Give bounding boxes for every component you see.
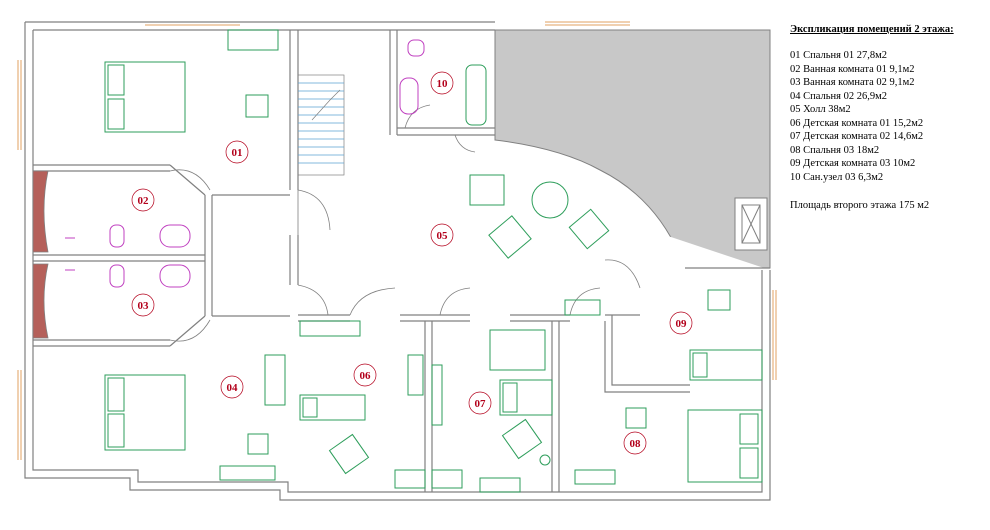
room-label-06: 06 [353,363,377,387]
chimney [734,197,768,251]
round-table-hall [531,181,569,219]
sanitary-fixtures [65,39,487,288]
room-label-08: 08 [623,431,647,455]
svg-text:08: 08 [630,438,642,450]
furniture [104,29,763,493]
room-label-09: 09 [669,311,693,335]
armchair-room-06 [328,433,370,475]
legend-item: 04 Спальня 02 26,9м2 [790,90,887,102]
brick-zones [32,170,49,339]
outer-walls [24,21,771,501]
legend-item: 03 Ванная комната 02 9,1м2 [790,77,915,88]
svg-text:10: 10 [437,78,449,90]
svg-text:06: 06 [360,370,372,382]
legend-item: 10 Сан.узел 03 6,3м2 [790,171,884,183]
room-label-10: 10 [430,71,454,95]
svg-text:02: 02 [138,195,150,207]
legend-item: 01 Спальня 01 27,8м2 [790,50,887,61]
legend-item: 06 Детская комната 01 15,2м2 [790,117,924,129]
bed-room-09 [689,349,763,381]
legend-item: 08 Спальня 03 18м2 [790,144,880,156]
legend-item: 05 Холл 38м2 [790,104,851,115]
bed-room-01 [104,61,186,133]
bed-room-04 [104,374,186,451]
legend-title: Экспликация помещений 2 этажа: [790,24,954,35]
room-labels: 01 02 03 04 05 06 07 08 09 10 [131,71,693,455]
door-swings [169,104,641,342]
legend-item: 09 Детская комната 03 10м2 [790,158,916,169]
room-label-05: 05 [430,223,454,247]
room-label-04: 04 [220,375,244,399]
room-label-02: 02 [131,188,155,212]
total-area: Площадь второго этажа 175 м2 [790,200,930,211]
staircase [297,74,345,176]
room-label-01: 01 [225,140,249,164]
room-label-07: 07 [468,391,492,415]
room-legend: Экспликация помещений 2 этажа: 01 Спальн… [790,24,985,211]
legend-item: 07 Детская комната 02 14,6м2 [790,131,924,142]
svg-text:04: 04 [227,382,239,394]
bed-room-06 [299,394,366,421]
room-label-03: 03 [131,293,155,317]
svg-text:01: 01 [232,147,243,159]
bed-room-07 [499,379,553,416]
bed-room-08 [687,409,763,483]
svg-text:07: 07 [475,398,487,410]
legend-item: 02 Ванная комната 01 9,1м2 [790,63,915,75]
svg-text:03: 03 [138,300,150,312]
svg-text:09: 09 [676,318,688,330]
svg-text:05: 05 [437,230,449,242]
